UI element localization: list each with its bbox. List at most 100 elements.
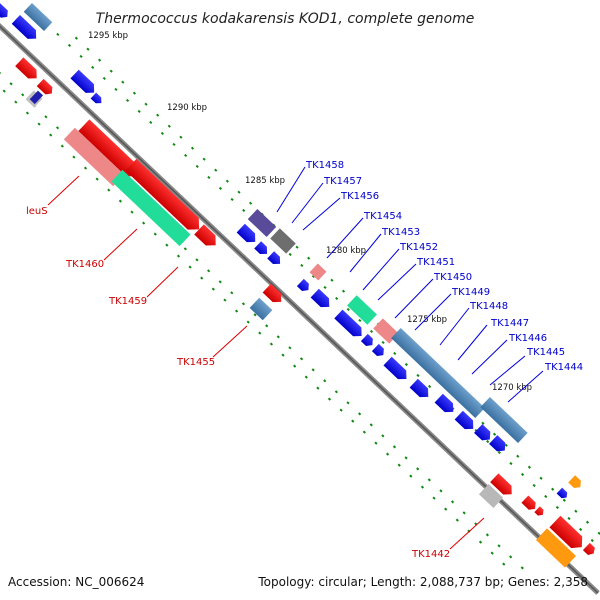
ruler-tick [118, 199, 122, 203]
gene-arrow [582, 542, 595, 556]
ruler-tick [21, 93, 25, 97]
gene-arrow [262, 283, 282, 303]
gene-label-TK1458[interactable]: TK1458 [305, 160, 344, 171]
ruler-tick [241, 302, 246, 306]
gene-label-TK1442[interactable]: TK1442 [411, 549, 450, 560]
ruler-tick [195, 258, 199, 262]
gene-label-TK1447[interactable]: TK1447 [490, 318, 529, 329]
ruler-tick [341, 289, 346, 293]
ruler-tick [497, 544, 501, 548]
gene-arrow [534, 506, 544, 516]
gene-arrow [334, 309, 362, 337]
gene-arrow [360, 333, 373, 347]
ruler-tick [276, 335, 280, 339]
leader-lines-blue [276, 166, 544, 403]
gene-label-TK1451[interactable]: TK1451 [416, 257, 455, 268]
ruler-tick [72, 155, 76, 159]
gene-block [391, 327, 485, 419]
ruler-tick [234, 309, 239, 313]
ruler-tick [334, 390, 338, 394]
ruler-tick [288, 346, 292, 350]
gene-label-TK1457[interactable]: TK1457 [323, 176, 362, 187]
gene-block [478, 484, 504, 508]
ruler-tick [49, 133, 53, 137]
gene-label-TK1455[interactable]: TK1455 [176, 357, 215, 368]
ruler-tick [83, 166, 88, 170]
gene-block [480, 397, 528, 443]
ruler-tick [79, 54, 83, 59]
ruler-tick [335, 296, 339, 301]
ruler-tick [311, 274, 316, 279]
ruler-tick [327, 397, 332, 401]
topology-text: Topology: circular; Length: 2,088,737 bp… [257, 575, 588, 589]
gene-label-TK1446[interactable]: TK1446 [508, 333, 547, 344]
gene-block [23, 3, 53, 31]
gene-label-TK1448[interactable]: TK1448 [469, 301, 508, 312]
ruler-tick [562, 498, 566, 502]
ruler-label-1280: 1280 kbp [326, 246, 366, 256]
ruler-tick [404, 362, 408, 367]
gene-label-TK1449[interactable]: TK1449 [451, 287, 490, 298]
ruler-tick [509, 555, 513, 559]
ruler-tick [95, 177, 99, 181]
ruler-tick [432, 496, 436, 500]
gene-label-TK1450[interactable]: TK1450 [433, 272, 472, 283]
ruler-tick [509, 461, 513, 466]
ruler-tick [246, 320, 250, 324]
gene-arrow [296, 278, 309, 292]
ruler-tick [44, 115, 48, 119]
ruler-tick [393, 351, 397, 356]
gene-label-TK1452[interactable]: TK1452 [399, 242, 438, 253]
accession-text: Accession: NC_006624 [8, 575, 144, 589]
ruler-tick [249, 201, 253, 205]
map-title: Thermococcus kodakarensis KOD1, complete… [96, 11, 475, 27]
ruler-tick [420, 485, 425, 489]
ruler-tick [323, 285, 327, 290]
gene-arrow [0, 2, 8, 18]
ruler-tick [485, 533, 490, 537]
gene-label-TK1460[interactable]: TK1460 [65, 259, 104, 270]
ruler-tick [295, 245, 299, 249]
gene-arrow [556, 487, 568, 499]
gene-label-TK1444[interactable]: TK1444 [544, 362, 583, 373]
ruler-tick [381, 340, 385, 345]
ruler-tick [74, 36, 78, 40]
ruler-tick [218, 280, 222, 284]
ruler-tick [109, 69, 113, 73]
ruler-tick [532, 483, 536, 488]
ruler-tick [544, 494, 548, 499]
gene-arrow [267, 251, 281, 265]
ruler-tick [172, 142, 176, 147]
ruler-tick [160, 131, 165, 136]
gene-arrow [194, 224, 216, 246]
gene-arrow [254, 241, 268, 255]
ruler-tick [490, 551, 494, 555]
ruler-tick [307, 256, 311, 260]
ruler-tick [358, 318, 362, 323]
gene-arrow [70, 69, 95, 93]
ruler-tick [132, 91, 137, 95]
gene-block [309, 263, 327, 281]
ruler-tick [114, 87, 118, 92]
gene-label-leuS[interactable]: leuS [26, 206, 48, 217]
gene-arrow [521, 495, 536, 510]
ruler-label-1270: 1270 kbp [492, 383, 532, 393]
gene-label-TK1445[interactable]: TK1445 [526, 347, 565, 358]
gene-block [535, 528, 577, 568]
ruler-tick [492, 432, 497, 436]
ruler-tick [288, 252, 292, 257]
gene-label-TK1453[interactable]: TK1453 [381, 227, 420, 238]
ruler-tick [258, 331, 262, 335]
ruler-tick [362, 430, 366, 434]
gene-label-TK1459[interactable]: TK1459 [108, 296, 147, 307]
ruler-tick [91, 65, 95, 70]
gene-arrow [15, 57, 37, 79]
ruler-tick [346, 401, 350, 405]
gene-label-TK1454[interactable]: TK1454 [363, 211, 402, 222]
ruler-tick [149, 120, 153, 125]
ruler-tick [86, 47, 90, 51]
gene-arrow [434, 393, 454, 413]
ruler-tick [555, 505, 559, 510]
gene-label-TK1456[interactable]: TK1456 [340, 191, 379, 202]
ruler-tick [346, 307, 350, 312]
